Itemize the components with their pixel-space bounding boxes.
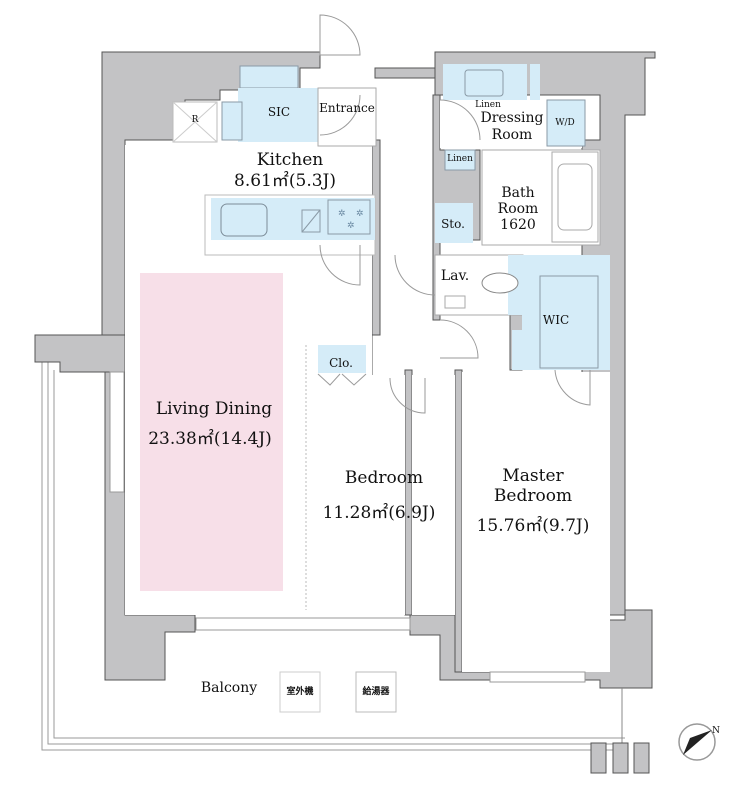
doors bbox=[319, 244, 479, 414]
svg-text:✲: ✲ bbox=[347, 221, 355, 231]
kitchen-counter: ✲ ✲ ✲ bbox=[204, 194, 376, 256]
sic-label: SIC bbox=[267, 105, 291, 119]
balcony-railing bbox=[41, 335, 625, 751]
linen-label: Linen bbox=[447, 154, 473, 164]
compass-north-label: N bbox=[712, 726, 720, 736]
walk-in-closet bbox=[512, 255, 610, 406]
lavatory-label: Lav. bbox=[440, 268, 470, 284]
storage-label: Sto. bbox=[441, 217, 465, 231]
bottom-pipes bbox=[590, 688, 650, 774]
windows bbox=[109, 345, 586, 683]
lavatory bbox=[394, 254, 524, 316]
entrance-label: Entrance bbox=[319, 101, 375, 115]
svg-text:✲: ✲ bbox=[338, 209, 346, 219]
dressing-room bbox=[439, 64, 586, 148]
svg-text:✲: ✲ bbox=[356, 209, 364, 219]
sic-storage bbox=[221, 65, 318, 142]
living-dining-highlight bbox=[140, 273, 283, 591]
closet-label: Clo. bbox=[329, 356, 353, 370]
compass-icon bbox=[678, 723, 716, 761]
refrigerator-space bbox=[172, 101, 218, 143]
water-heater-box bbox=[355, 671, 397, 713]
outdoor-unit-box bbox=[279, 671, 321, 713]
closet bbox=[317, 345, 367, 386]
storage-closet bbox=[435, 203, 473, 243]
bath-room bbox=[481, 149, 601, 246]
water-heater-label: 給湯器 bbox=[362, 687, 390, 697]
balcony-label: Balcony bbox=[200, 680, 258, 696]
wic-label: WIC bbox=[542, 313, 570, 327]
entrance-area bbox=[317, 14, 377, 147]
washer-dryer-label: W/D bbox=[555, 118, 575, 128]
refrigerator-label: R bbox=[191, 115, 199, 125]
linen-closet bbox=[444, 149, 476, 171]
outdoor-unit-label: 室外機 bbox=[286, 687, 314, 697]
